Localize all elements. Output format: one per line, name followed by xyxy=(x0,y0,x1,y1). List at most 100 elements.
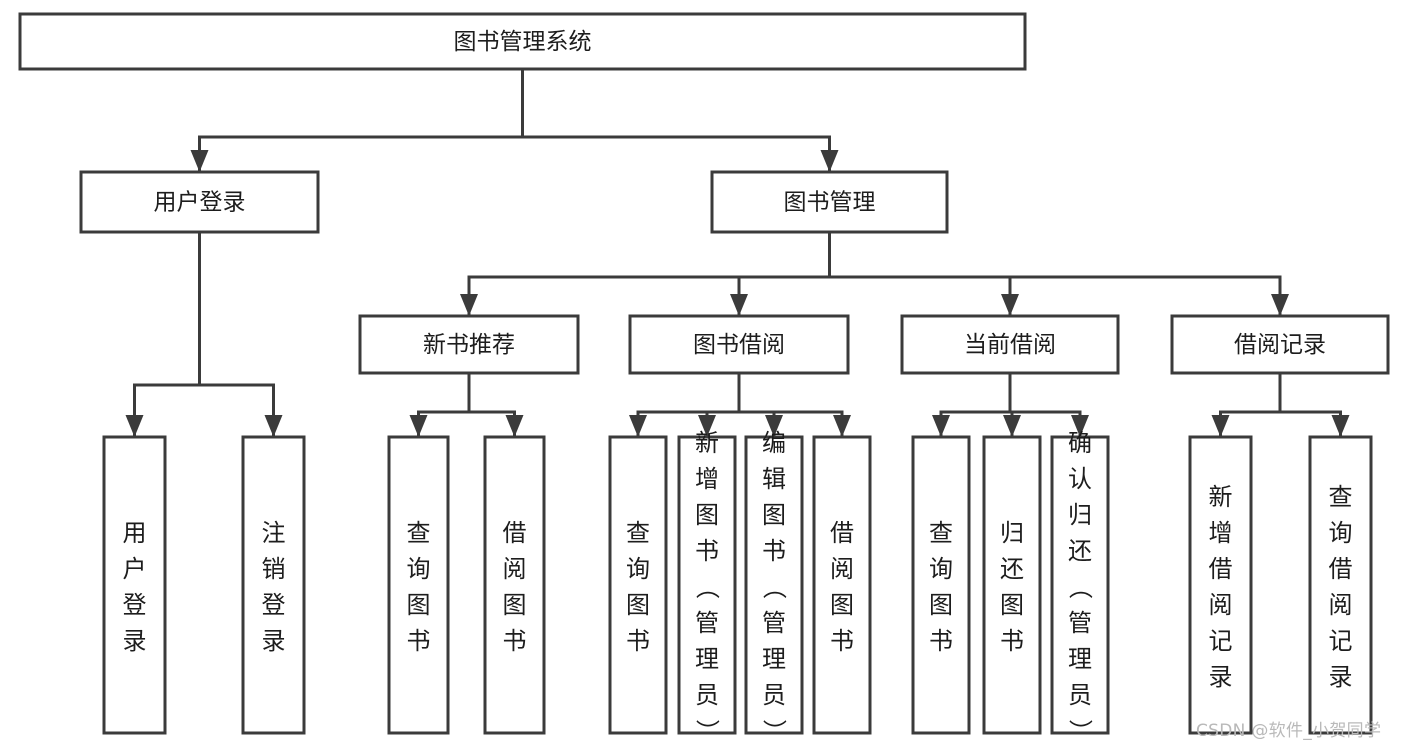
arrowhead xyxy=(264,415,283,437)
node-label-char: 借 xyxy=(1329,555,1353,583)
node-label-char: 记 xyxy=(1329,627,1353,655)
node-label-char: 图 xyxy=(407,591,431,619)
node-box xyxy=(1308,435,1373,735)
node-label-char: 查 xyxy=(407,519,431,547)
arrowhead xyxy=(1071,415,1089,437)
node-label-char: 阅 xyxy=(1209,591,1233,619)
node-user-login[interactable]: 用户登录 xyxy=(79,170,320,234)
node-label-char: 新 xyxy=(695,429,719,457)
node-label-char: 管 xyxy=(695,609,719,637)
node-box xyxy=(982,435,1042,735)
arrowhead xyxy=(1271,294,1289,316)
node-label-char: 归 xyxy=(1068,501,1092,529)
node-label-char: 理 xyxy=(1068,645,1092,673)
node-label-char: 员 xyxy=(1068,681,1092,709)
node-label-char: 书 xyxy=(762,537,786,565)
arrowhead xyxy=(1211,415,1230,437)
node-box xyxy=(79,170,320,234)
node-label: 图书管理 xyxy=(784,190,876,216)
node-layer: 图书管理系统用户登录图书管理新书推荐图书借阅当前借阅借阅记录用户登录注销登录查询… xyxy=(18,12,1390,743)
node-root[interactable]: 图书管理系统 xyxy=(18,12,1027,71)
node-label-char: 管 xyxy=(1068,609,1092,637)
node-book-manage[interactable]: 图书管理 xyxy=(710,170,949,234)
arrowhead xyxy=(460,294,478,316)
arrowhead xyxy=(833,415,851,437)
arrowhead xyxy=(932,415,950,437)
node-label-char: 记 xyxy=(1209,627,1233,655)
node-label-char: 阅 xyxy=(1329,591,1353,619)
node-box xyxy=(608,435,668,735)
node-box xyxy=(102,435,167,735)
node-box xyxy=(358,314,580,375)
node-book-borrow[interactable]: 图书借阅 xyxy=(628,314,850,375)
node-label-char: 阅 xyxy=(503,555,527,583)
node-label: 借阅记录 xyxy=(1234,332,1326,358)
node-label-char: 还 xyxy=(1000,555,1024,583)
node-label-char: 图 xyxy=(626,591,650,619)
node-label-char: 书 xyxy=(929,627,953,655)
node-label-char: 销 xyxy=(262,555,286,583)
node-label-char: 询 xyxy=(1329,519,1353,547)
node-box xyxy=(483,435,546,735)
arrowhead xyxy=(190,150,209,172)
node-label-char: 管 xyxy=(762,609,786,637)
node-label-char: 查 xyxy=(626,519,650,547)
arrowhead xyxy=(1001,294,1019,316)
node-box xyxy=(812,435,872,735)
node-label-char: 录 xyxy=(262,627,286,655)
node-label-char: 编 xyxy=(762,429,786,457)
node-box xyxy=(677,435,737,735)
node-label-char: 书 xyxy=(695,537,719,565)
node-label-char: 查 xyxy=(929,519,953,547)
node-box xyxy=(744,435,804,735)
arrowhead xyxy=(409,415,428,437)
node-label: 当前借阅 xyxy=(964,332,1056,358)
node-label-char: 图 xyxy=(830,591,854,619)
node-label-char: 辑 xyxy=(762,465,786,493)
node-label-char: 询 xyxy=(626,555,650,583)
arrowhead xyxy=(765,415,783,437)
arrowhead xyxy=(730,294,748,316)
node-label-char: 员 xyxy=(762,681,786,709)
node-label-char: 录 xyxy=(1209,663,1233,691)
arrowhead xyxy=(629,415,647,437)
node-label-char: 借 xyxy=(503,519,527,547)
node-current-borrow[interactable]: 当前借阅 xyxy=(900,314,1120,375)
node-label-char: 图 xyxy=(762,501,786,529)
node-box xyxy=(387,435,450,735)
node-label-char: 借 xyxy=(1209,555,1233,583)
node-label-char: （ xyxy=(693,575,721,599)
node-leaf-user-login[interactable]: 用户登录 xyxy=(102,435,167,735)
node-box xyxy=(710,170,949,234)
node-box xyxy=(1050,435,1110,735)
arrowhead xyxy=(125,415,144,437)
node-label: 图书借阅 xyxy=(693,332,785,358)
node-label-char: 理 xyxy=(762,645,786,673)
node-box xyxy=(628,314,850,375)
node-box xyxy=(18,12,1027,71)
node-label-char: 借 xyxy=(830,519,854,547)
node-label-char: 登 xyxy=(123,591,147,619)
node-label-char: 增 xyxy=(1209,519,1233,547)
node-new-book-rec[interactable]: 新书推荐 xyxy=(358,314,580,375)
arrowhead xyxy=(1331,415,1350,437)
node-label-char: （ xyxy=(760,575,788,599)
node-label-char: 书 xyxy=(407,627,431,655)
node-label-char: 录 xyxy=(123,627,147,655)
node-label-char: 询 xyxy=(929,555,953,583)
node-borrow-record[interactable]: 借阅记录 xyxy=(1170,314,1390,375)
node-label-char: 书 xyxy=(626,627,650,655)
